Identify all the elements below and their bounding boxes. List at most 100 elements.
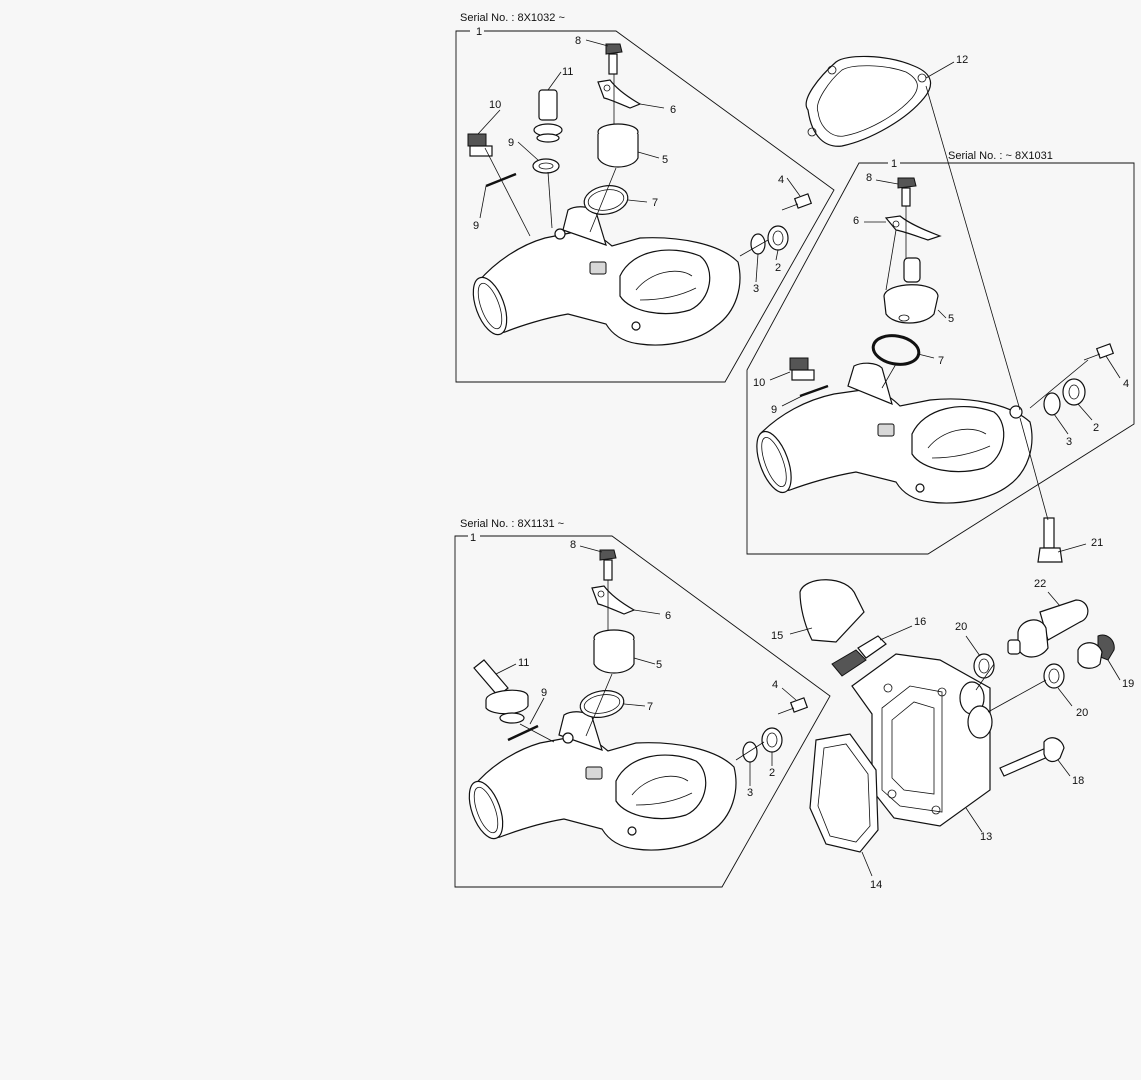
housing-inlet-pipe (756, 430, 792, 494)
callout-3: 3 (1066, 436, 1072, 448)
bolt-4-bottom-left-thread (777, 707, 795, 715)
frame-bottom-left (454, 535, 831, 888)
bolt-head (793, 193, 813, 209)
housing-mount-boss (1009, 405, 1023, 419)
thermostat-22-cylinder (1039, 599, 1089, 641)
callout-1: 1 (476, 26, 482, 38)
bolt-8-top-left (605, 43, 623, 75)
hose-fitting-11-top-left (533, 89, 563, 143)
assembly-bottom-right: 22 15 16 20 19 20 18 13 14 (771, 578, 1134, 891)
thermostat-22-tip (1007, 639, 1021, 655)
bolt-head (605, 43, 623, 55)
thermostat-valve (898, 314, 910, 322)
callout-21: 21 (1091, 537, 1103, 549)
housing-inlet-bore (473, 786, 499, 834)
housing-flange (615, 754, 707, 820)
thermostat-5-top-left (597, 123, 639, 168)
housing-thermostat-neck (847, 362, 893, 406)
bolt-4-right-head (1095, 343, 1115, 359)
washer-20-a (973, 653, 995, 679)
hose-fitting-11-bottom-left (473, 659, 529, 724)
cap-15 (799, 579, 865, 643)
o-ring-7-bottom-left (579, 690, 625, 718)
callout-9: 9 (508, 137, 514, 149)
fitting-2-top-left (767, 225, 789, 251)
callout-2: 2 (769, 767, 775, 779)
bracket-hole (603, 84, 611, 92)
housing-boss (554, 228, 566, 240)
bolt-4-bottom-left-head (789, 697, 809, 713)
housing-13-face-inner (891, 701, 935, 795)
housing-inlet-pipe (472, 276, 508, 336)
assembly-right: 12 Serial No. : ~ 8X1031 (746, 54, 1135, 563)
callout-8: 8 (866, 172, 872, 184)
frame-top-left (455, 30, 835, 383)
o-ring-7-right (871, 334, 921, 366)
bolt-shank (608, 53, 618, 75)
gasket-14 (809, 733, 879, 853)
housing-boss-lower (915, 483, 925, 493)
thermostat-housing-bottom-left (468, 711, 737, 851)
callout-10: 10 (489, 99, 501, 111)
fitting-2-bore (766, 732, 778, 748)
callout-1: 1 (891, 158, 897, 170)
gasket-14-inner (817, 743, 871, 843)
thermostat-5-bottom-left-body (593, 640, 635, 674)
plug-10-right-head (789, 357, 809, 371)
housing-boss-lower (631, 321, 641, 331)
callout-6: 6 (670, 104, 676, 116)
housing-sensor-boss (585, 766, 603, 780)
assembly-bottom-left: Serial No. : 8X1131 ~ (454, 518, 831, 888)
callout-18: 18 (1072, 775, 1084, 787)
leader-lines-top-left (477, 39, 801, 283)
thermostat-5-right (883, 257, 939, 324)
callout-8: 8 (575, 35, 581, 47)
callout-20b: 20 (1076, 707, 1088, 719)
fitting-2-bore (772, 230, 784, 246)
o-ring-inner (587, 189, 625, 211)
bolt-18 (999, 737, 1065, 777)
housing-inlet-bore (477, 282, 503, 330)
callout-7: 7 (938, 355, 944, 367)
plug-19 (1077, 634, 1115, 669)
callout-11: 11 (562, 66, 573, 78)
housing-inlet-pipe (468, 780, 504, 840)
washer-9-top-left (532, 158, 560, 174)
fitting-thread (499, 712, 525, 724)
plug-10-right-thread (791, 369, 815, 381)
callout-5: 5 (656, 659, 662, 671)
o-ring-9-strip-right (799, 384, 829, 398)
housing-boss (562, 732, 574, 744)
bolt-21 (1037, 517, 1063, 563)
serial-label-bottom-left: Serial No. : 8X1131 ~ (460, 518, 564, 530)
callout-3: 3 (747, 787, 753, 799)
bracket-hole (597, 590, 605, 598)
gasket-3-right (1043, 392, 1061, 416)
water-outlet-housing-13 (851, 653, 993, 827)
housing-13-face (881, 685, 943, 813)
bolt-head (1037, 547, 1063, 563)
gasket-12-hole-a (827, 65, 837, 75)
gasket-12-hole-c (807, 127, 817, 137)
o-ring-9-strip-bottom-left (507, 724, 539, 742)
callout-6: 6 (853, 215, 859, 227)
plug-19-thread (1077, 642, 1103, 669)
callout-3: 3 (753, 283, 759, 295)
thermostat-housing-right (756, 362, 1033, 504)
thermostat-22-flange (1017, 619, 1049, 658)
leader-lines-right (769, 85, 1121, 553)
housing-13-hole-b (937, 687, 947, 697)
gasket-3-top-left (750, 233, 766, 255)
callout-5: 5 (662, 154, 668, 166)
bolt-4-right-thread (1083, 353, 1101, 361)
housing-sensor-boss (877, 423, 895, 437)
sensor-16 (831, 635, 887, 677)
callout-4: 4 (778, 174, 784, 186)
callout-11: 11 (518, 657, 529, 669)
callout-2: 2 (1093, 422, 1099, 434)
callout-7: 7 (647, 701, 653, 713)
thermostat-22 (1007, 599, 1089, 658)
plug-head (467, 133, 487, 147)
bolt-8-bottom-left-shank (603, 559, 613, 581)
fitting-2-bore (1068, 384, 1080, 400)
